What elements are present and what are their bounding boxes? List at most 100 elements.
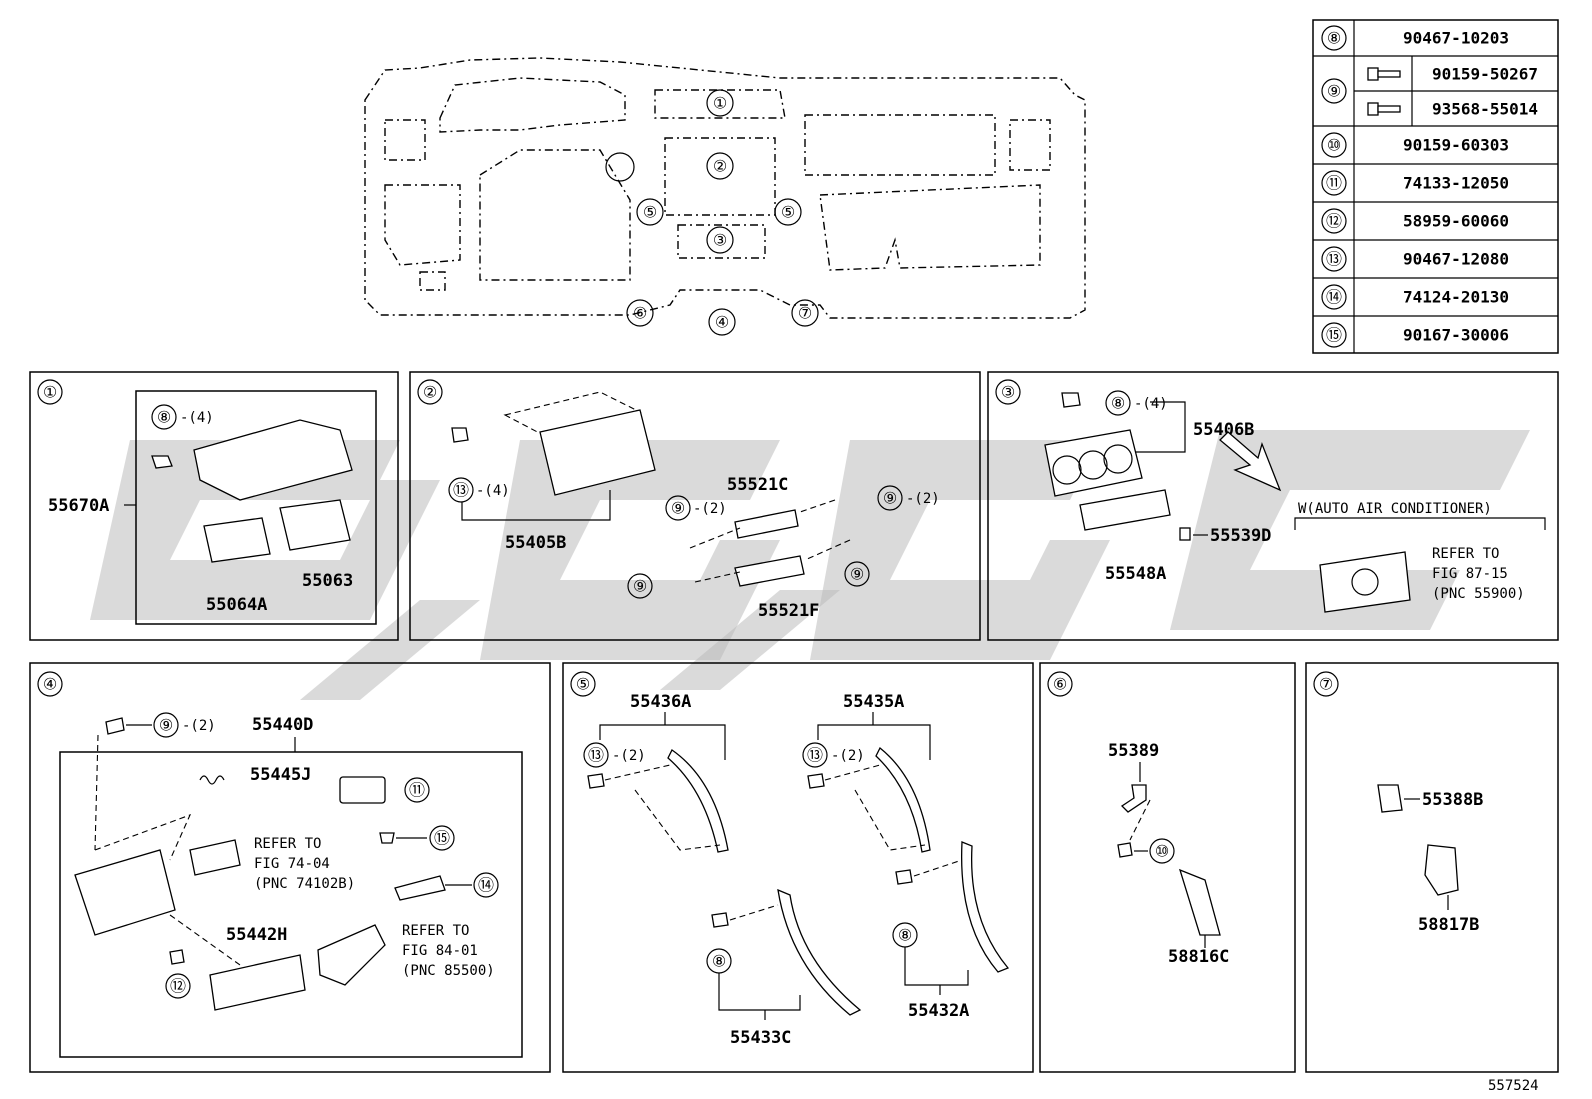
panel-number: ⑦	[1319, 675, 1333, 694]
part-number-55388B: 55388B	[1422, 790, 1483, 810]
fastener-ref: ⑧	[898, 926, 912, 945]
table-part-number: 93568-55014	[1432, 100, 1538, 119]
fastener-ref: ⑩	[1155, 842, 1169, 861]
spring-icon	[199, 775, 225, 785]
table-part-number: 74133-12050	[1403, 174, 1509, 193]
clip-icon	[895, 869, 913, 885]
connector-icon	[1377, 784, 1403, 813]
diagram-number: 557524	[1488, 1078, 1539, 1094]
fastener-ref: ⑭	[478, 876, 494, 895]
fastener-ref: ⑨	[159, 716, 173, 735]
part-number-55435A: 55435A	[843, 692, 904, 712]
part-number-55436A: 55436A	[630, 692, 691, 712]
part-number-58816C: 58816C	[1168, 947, 1229, 967]
side-vent-left	[203, 517, 271, 563]
callout-5-left: ⑤	[643, 203, 657, 222]
table-ref: ⑪	[1326, 174, 1342, 193]
refer-note-line: (PNC 74102B)	[254, 876, 355, 892]
cup-holder-icon	[317, 924, 386, 986]
fastener-ref: ⑬	[807, 746, 823, 765]
screw-icon	[1367, 102, 1401, 116]
part-number-55063: 55063	[302, 571, 353, 591]
quantity-label: -(2)	[182, 718, 216, 734]
table-part-number: 90167-30006	[1403, 326, 1509, 345]
part-number-55670A: 55670A	[48, 496, 109, 516]
callout-5-right: ⑤	[781, 203, 795, 222]
side-vent-right	[279, 499, 351, 551]
overview-callouts: ① ② ③ ④ ⑤ ⑤ ⑥ ⑦	[626, 89, 819, 336]
panel-5: ⑤ 55436A ⑬ -(2) 55435A ⑬ -(2) ⑧ 55433C ⑧	[562, 662, 1034, 1073]
part-number-55064A: 55064A	[206, 595, 267, 615]
side-trim-left	[777, 888, 862, 1016]
bracket-icon	[394, 875, 446, 901]
cover-panel	[1424, 844, 1459, 896]
clip-icon	[711, 912, 729, 928]
refer-note-line: FIG 84-01	[402, 943, 478, 959]
panel-2: ② ⑬ -(4) 55405B 55521C 55521F ⑨ -(2) ⑨ -…	[409, 371, 981, 641]
screw-icon	[379, 832, 395, 844]
callout-7: ⑦	[798, 304, 812, 323]
fastener-ref: ⑬	[588, 746, 604, 765]
clip-icon	[587, 773, 605, 789]
table-row: ⑮ 90167-30006	[1321, 322, 1509, 348]
refer-note-line: (PNC 85500)	[402, 963, 495, 979]
fastener-ref: ⑧	[157, 408, 171, 427]
refer-note-line: (PNC 55900)	[1432, 586, 1525, 602]
panel-number: ④	[43, 675, 57, 694]
pocket-icon	[209, 954, 306, 1011]
table-ref: ⑬	[1326, 250, 1342, 269]
lower-center-panel	[74, 849, 176, 936]
fastener-ref: ⑨	[850, 565, 864, 584]
clip-icon	[169, 949, 185, 965]
part-number-55389: 55389	[1108, 741, 1159, 761]
fastener-ref: ⑫	[170, 977, 186, 996]
table-part-number: 90159-60303	[1403, 136, 1509, 155]
socket-cover	[189, 839, 241, 876]
part-number-58817B: 58817B	[1418, 915, 1479, 935]
table-part-number: 58959-60060	[1403, 212, 1509, 231]
trim-panel-right	[875, 746, 931, 853]
condition-note: W(AUTO AIR CONDITIONER)	[1298, 501, 1492, 517]
fastener-table: ⑧ 90467-10203 ⑨ 90159-50267 93568-55014 …	[1312, 19, 1559, 354]
auto-ac-control-panel	[1319, 551, 1411, 613]
fastener-ref: ⑨	[633, 577, 647, 596]
panel-4: ④ ⑨ -(2) 55440D 55445J ⑪ REFER TO FIG 74…	[29, 662, 551, 1073]
table-ref: ⑮	[1326, 326, 1342, 345]
part-number-55521F: 55521F	[758, 601, 819, 621]
table-row: ⑨ 90159-50267 93568-55014	[1321, 65, 1538, 119]
fastener-ref: ⑮	[434, 829, 450, 848]
quantity-label: -(2)	[612, 748, 646, 764]
control-switch-panel	[1079, 489, 1171, 531]
part-number-55445J: 55445J	[250, 765, 311, 785]
clip-icon	[807, 773, 825, 789]
part-number-55433C: 55433C	[730, 1028, 791, 1048]
part-number-55548A: 55548A	[1105, 564, 1166, 584]
callout-2: ②	[713, 157, 727, 176]
quantity-label: -(2)	[906, 491, 940, 507]
quantity-label: -(2)	[831, 748, 865, 764]
table-part-number: 90467-10203	[1403, 29, 1509, 48]
switch-panel-upper	[734, 509, 799, 539]
clip-icon	[151, 455, 173, 469]
panel-6: ⑥ 55389 ⑩ 58816C	[1039, 662, 1296, 1073]
screw-icon	[105, 717, 125, 735]
panel-number: ⑥	[1053, 675, 1067, 694]
table-row: ⑩ 90159-60303	[1321, 132, 1509, 158]
refer-note-line: FIG 87-15	[1432, 566, 1508, 582]
panel-number: ③	[1001, 383, 1015, 402]
part-number-55440D: 55440D	[252, 715, 313, 735]
fastener-ref: ⑬	[453, 481, 469, 500]
table-row: ⑫ 58959-60060	[1321, 208, 1509, 234]
fastener-ref: ⑪	[409, 781, 425, 800]
table-part-number: 74124-20130	[1403, 288, 1509, 307]
trim-panel-left	[667, 749, 729, 853]
label-plate	[339, 776, 386, 804]
table-ref: ⑩	[1327, 136, 1341, 155]
panel-number: ⑤	[576, 675, 590, 694]
bracket-icon	[1120, 784, 1147, 813]
screw-icon	[1117, 842, 1133, 858]
table-ref: ⑧	[1327, 29, 1341, 48]
table-row: ⑭ 74124-20130	[1321, 284, 1509, 310]
clip-icon	[1061, 392, 1081, 408]
part-number-55442H: 55442H	[226, 925, 287, 945]
